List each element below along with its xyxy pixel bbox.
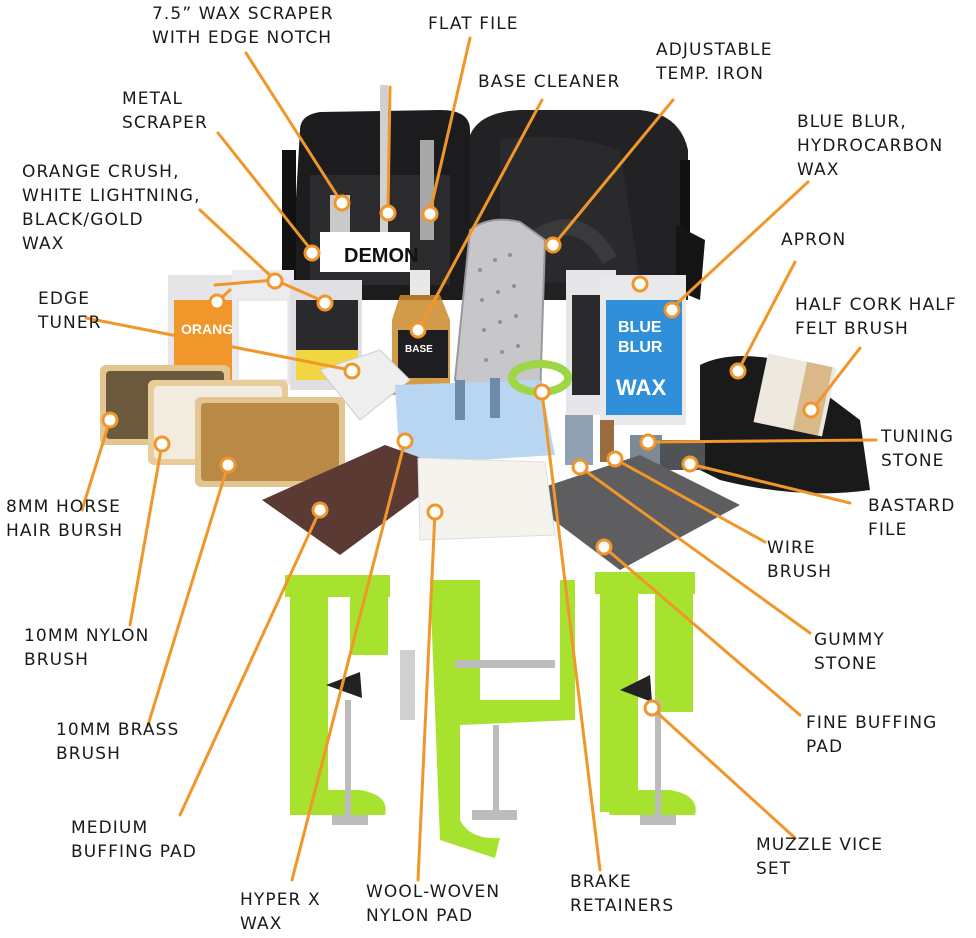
label-horse-hair: 8MM HORSE HAIR BURSH [6, 497, 124, 541]
vice-middle [400, 580, 575, 858]
blue-wax-text: BLUE [618, 319, 662, 336]
label-edge-tuner: EDGE TUNER [38, 289, 102, 333]
label-tuning-stone: TUNING STONE [881, 427, 955, 471]
label-apron: APRON [781, 230, 847, 250]
bag-brand-text: DEMON [344, 245, 418, 267]
vice-left [285, 575, 390, 825]
label-muzzle-vice: MUZZLE VICE SET [756, 835, 884, 879]
label-medium-pad: MEDIUM BUFFING PAD [71, 818, 197, 862]
wax-word-text: WAX [616, 375, 666, 400]
callout-dots [101, 194, 820, 717]
label-gummy-stone: GUMMY STONE [814, 630, 885, 674]
wax-boxes-right: BLUE BLUR WAX [566, 270, 686, 425]
orange-wax-text: ORANGE [181, 321, 242, 337]
vice-right [595, 572, 696, 825]
tuning-bag: DEMON [282, 85, 705, 300]
label-adjustable-iron: ADJUSTABLE TEMP. IRON [656, 40, 773, 84]
label-metal-scraper: METAL SCRAPER [122, 89, 208, 133]
label-brass-brush: 10MM BRASS BRUSH [56, 720, 180, 764]
label-bastard-file: BASTARD FILE [868, 496, 956, 540]
label-nylon-brush: 10MM NYLON BRUSH [24, 626, 150, 670]
label-hyper-wax: HYPER X WAX [240, 890, 321, 934]
svg-text:BLUR: BLUR [618, 339, 663, 356]
label-orange-crush: ORANGE CRUSH, WHITE LIGHTNING, BLACK/GOL… [22, 162, 201, 254]
buffing-pads [262, 445, 740, 570]
callout-lines [80, 36, 878, 882]
label-wool-pad: WOOL-WOVEN NYLON PAD [366, 882, 501, 926]
label-base-cleaner: BASE CLEANER [478, 72, 621, 92]
label-fine-pad: FINE BUFFING PAD [806, 713, 938, 757]
bottle-label-text: BASE [405, 344, 433, 355]
iron-shape [453, 218, 547, 406]
label-wire-brush: WIRE BRUSH [767, 538, 832, 582]
label-flat-file: FLAT FILE [428, 14, 519, 34]
label-half-cork: HALF CORK HALF FELT BRUSH [795, 295, 957, 339]
label-wax-scraper: 7.5” WAX SCRAPER WITH EDGE NOTCH [152, 4, 334, 48]
label-brake-retainers: BRAKE RETAINERS [570, 872, 675, 916]
base-cleaner-bottle: BASE [392, 270, 450, 395]
label-blue-blur: BLUE BLUR, HYDROCARBON WAX [797, 112, 944, 180]
